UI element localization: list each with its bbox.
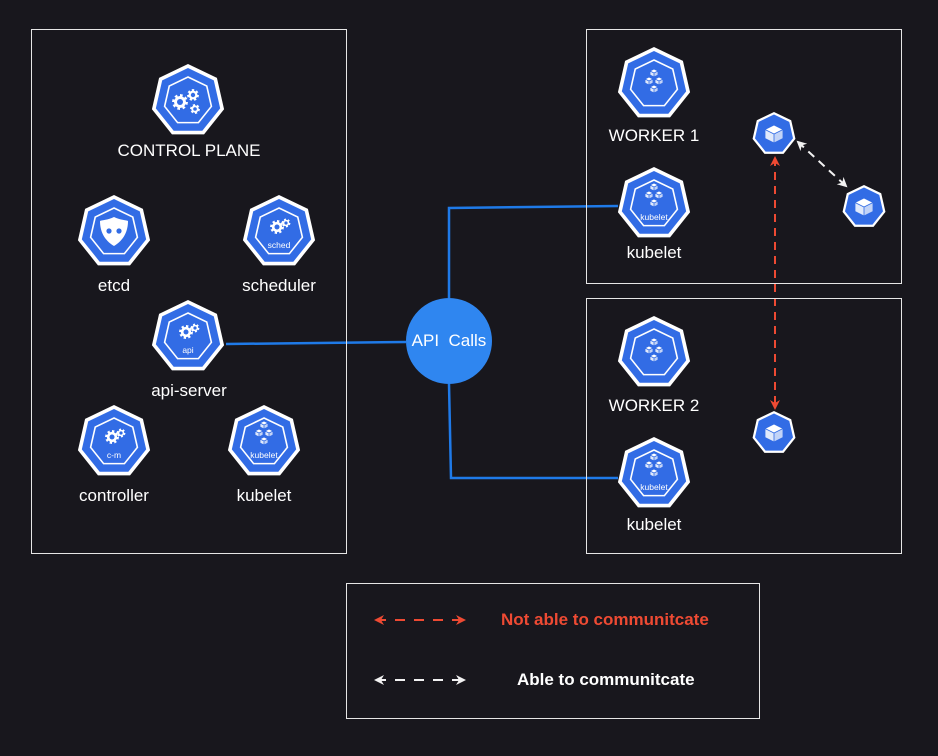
worker-2-kubelet-icon: kubelet xyxy=(616,435,692,511)
hub-to-worker1-link xyxy=(447,204,619,298)
worker-1-pod-a xyxy=(751,110,797,156)
control-plane-icon xyxy=(150,62,226,138)
etcd-label: etcd xyxy=(97,276,131,295)
svg-text:api: api xyxy=(182,345,193,355)
worker-1-kubelet-icon: kubelet xyxy=(616,165,692,241)
etcd-icon xyxy=(76,193,152,269)
worker-2-pod xyxy=(751,409,797,455)
controller-icon: c-m xyxy=(76,403,152,479)
worker-2-icon xyxy=(616,314,692,390)
worker-1-icon xyxy=(616,45,692,121)
hub-to-worker2-link xyxy=(447,383,618,480)
control-plane-title: CONTROL PLANE xyxy=(117,141,261,160)
controller-label: controller xyxy=(79,486,149,505)
control-plane-box xyxy=(31,29,347,554)
svg-text:kubelet: kubelet xyxy=(250,450,278,460)
worker-1-kubelet-label: kubelet xyxy=(626,243,682,262)
svg-text:kubelet: kubelet xyxy=(640,212,668,222)
api-to-hub-link xyxy=(225,340,407,346)
scheduler-icon: sched xyxy=(241,193,317,269)
worker-2-kubelet-label: kubelet xyxy=(626,515,682,534)
communication-arrow xyxy=(796,140,848,188)
scheduler-label: scheduler xyxy=(242,276,316,295)
worker-2-box xyxy=(586,298,902,554)
api-server-label: api-server xyxy=(151,381,227,400)
worker-1-pod-b xyxy=(841,183,887,229)
control-plane-kubelet-icon: kubelet xyxy=(226,403,302,479)
worker-1-box xyxy=(586,29,902,284)
svg-text:kubelet: kubelet xyxy=(640,482,668,492)
svg-text:c-m: c-m xyxy=(107,450,121,460)
legend-able-label: Able to communitcate xyxy=(517,670,695,689)
control-plane-kubelet-label: kubelet xyxy=(236,486,292,505)
worker-1-title: WORKER 1 xyxy=(608,126,700,145)
legend-not-able-label: Not able to communitcate xyxy=(501,610,709,629)
legend-box xyxy=(346,583,760,719)
svg-text:sched: sched xyxy=(268,240,291,250)
api-calls-hub: API Calls xyxy=(406,298,492,384)
api-server-icon: api xyxy=(150,298,226,374)
worker-2-title: WORKER 2 xyxy=(608,396,700,415)
api-calls-label: API Calls xyxy=(411,331,487,350)
